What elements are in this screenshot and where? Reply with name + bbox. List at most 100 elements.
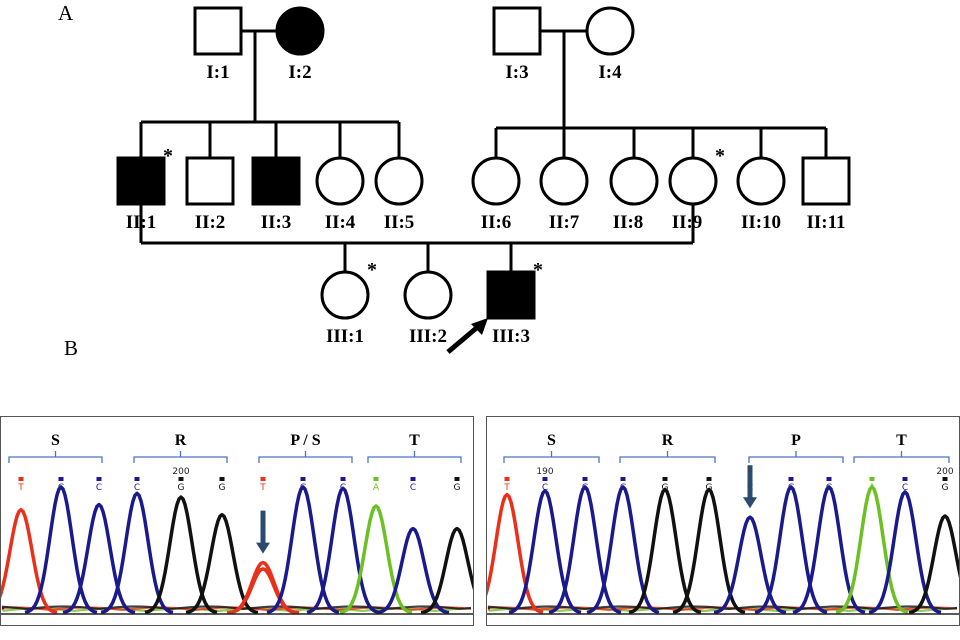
base-call-label: G (942, 483, 949, 493)
base-quality-marker (869, 477, 875, 481)
peak-G (628, 487, 702, 615)
base-call-label: C (410, 483, 416, 493)
base-quality-marker (134, 477, 140, 481)
codon-bracket (853, 451, 950, 463)
individual-label: III:1 (326, 326, 364, 347)
pedigree-individual-III-2: III:2 (403, 270, 453, 347)
position-label: 190 (536, 467, 553, 477)
pedigree-individual-II-11: II:11 (801, 156, 851, 233)
codon-bracket (258, 451, 353, 463)
base-quality-marker (582, 477, 588, 481)
peak-G (908, 514, 959, 615)
pedigree-individual-I-1: I:1 (193, 6, 243, 83)
individual-label: I:4 (598, 62, 622, 83)
peak-C (868, 490, 942, 615)
base-call-label: C (542, 483, 548, 493)
asterisk-marker: * (715, 145, 725, 167)
base-quality-marker (454, 477, 460, 481)
codon-bracket (8, 451, 103, 463)
pedigree-individual-II-1: II:1 * (116, 145, 173, 233)
peak-G (144, 495, 218, 615)
codon-label: R (175, 432, 187, 449)
individual-label: II:1 (126, 212, 157, 233)
base-quality-marker (58, 477, 64, 481)
female-symbol (539, 156, 589, 206)
female-symbol (320, 270, 370, 320)
base-quality-marker (96, 477, 102, 481)
pedigree-individual-II-3: II:3 (251, 156, 301, 233)
base-call-label: A (373, 483, 380, 493)
base-quality-marker (300, 477, 306, 481)
pedigree-individual-II-7: II:7 (539, 156, 589, 233)
peak-C (754, 485, 828, 615)
chromatogram-wildtype: SRPT190200TCCCGGCCCACG (486, 416, 960, 626)
base-quality-marker (826, 477, 832, 481)
base-call-label: T (259, 483, 266, 493)
codon-bracket (133, 451, 228, 463)
male-symbol (193, 6, 243, 56)
base-quality-marker (706, 477, 712, 481)
pedigree-individual-III-3: III:3* (446, 259, 543, 354)
individual-label: II:9 (672, 212, 703, 233)
base-quality-marker (902, 477, 908, 481)
female-symbol (471, 156, 521, 206)
pedigree-individual-II-10: II:10 (736, 156, 786, 233)
individual-label: II:6 (481, 212, 512, 233)
codon-label: R (662, 432, 674, 449)
peak-G (420, 526, 473, 615)
asterisk-marker: * (367, 259, 377, 281)
codon-bracket (748, 451, 844, 463)
peak-C (792, 485, 866, 615)
affected-male-symbol (486, 270, 536, 320)
pedigree-individual-III-1: III:1 * (320, 259, 377, 347)
variant-arrow-shaft (747, 465, 753, 500)
baseline-trace-G (1, 605, 472, 611)
asterisk-marker: * (163, 145, 173, 167)
codon-label: T (896, 432, 907, 449)
peak-G (672, 487, 746, 615)
female-symbol (315, 156, 365, 206)
peak-T (1, 507, 58, 615)
individual-label: II:11 (806, 212, 845, 233)
base-quality-marker (542, 477, 548, 481)
asterisk-marker: * (533, 259, 543, 281)
peak-G (185, 512, 259, 615)
base-quality-marker (18, 477, 24, 481)
base-call-label: T (17, 483, 24, 493)
pedigree-individual-I-3: I:3 (492, 6, 542, 83)
male-symbol (801, 156, 851, 206)
peak-T (226, 560, 300, 615)
peak-C (548, 485, 622, 615)
base-quality-marker (373, 477, 379, 481)
pedigree-individual-I-4: I:4 (585, 6, 635, 83)
chromatogram-wildtype-plot: SRPT190200TCCCGGCCCACG (487, 432, 959, 615)
pedigree-individual-II-6: II:6 (471, 156, 521, 233)
base-quality-marker (260, 477, 266, 481)
affected-male-symbol (251, 156, 301, 206)
individual-label: II:10 (741, 212, 781, 233)
individual-label: II:2 (195, 212, 226, 233)
codon-label: T (409, 432, 420, 449)
female-symbol (736, 156, 786, 206)
peak-C (713, 515, 787, 615)
male-symbol (185, 156, 235, 206)
peak-C (24, 485, 98, 615)
base-quality-marker (340, 477, 346, 481)
peak-C (62, 502, 136, 615)
pedigree-individual-II-2: II:2 (185, 156, 235, 233)
pedigree-individual-II-9: II:9 * (668, 145, 725, 233)
individual-label: II:8 (613, 212, 644, 233)
proband-arrow-icon (471, 318, 488, 335)
base-call-label: C (902, 483, 908, 493)
peak-A (835, 485, 909, 615)
variant-arrow-icon (743, 497, 757, 509)
base-call-label: G (178, 483, 185, 493)
individual-label: II:4 (325, 212, 356, 233)
base-quality-marker (942, 477, 948, 481)
base-quality-marker (178, 477, 184, 481)
pedigree-individual-II-4: II:4 (315, 156, 365, 233)
codon-label: P / S (290, 432, 320, 449)
codon-label: S (51, 432, 60, 449)
